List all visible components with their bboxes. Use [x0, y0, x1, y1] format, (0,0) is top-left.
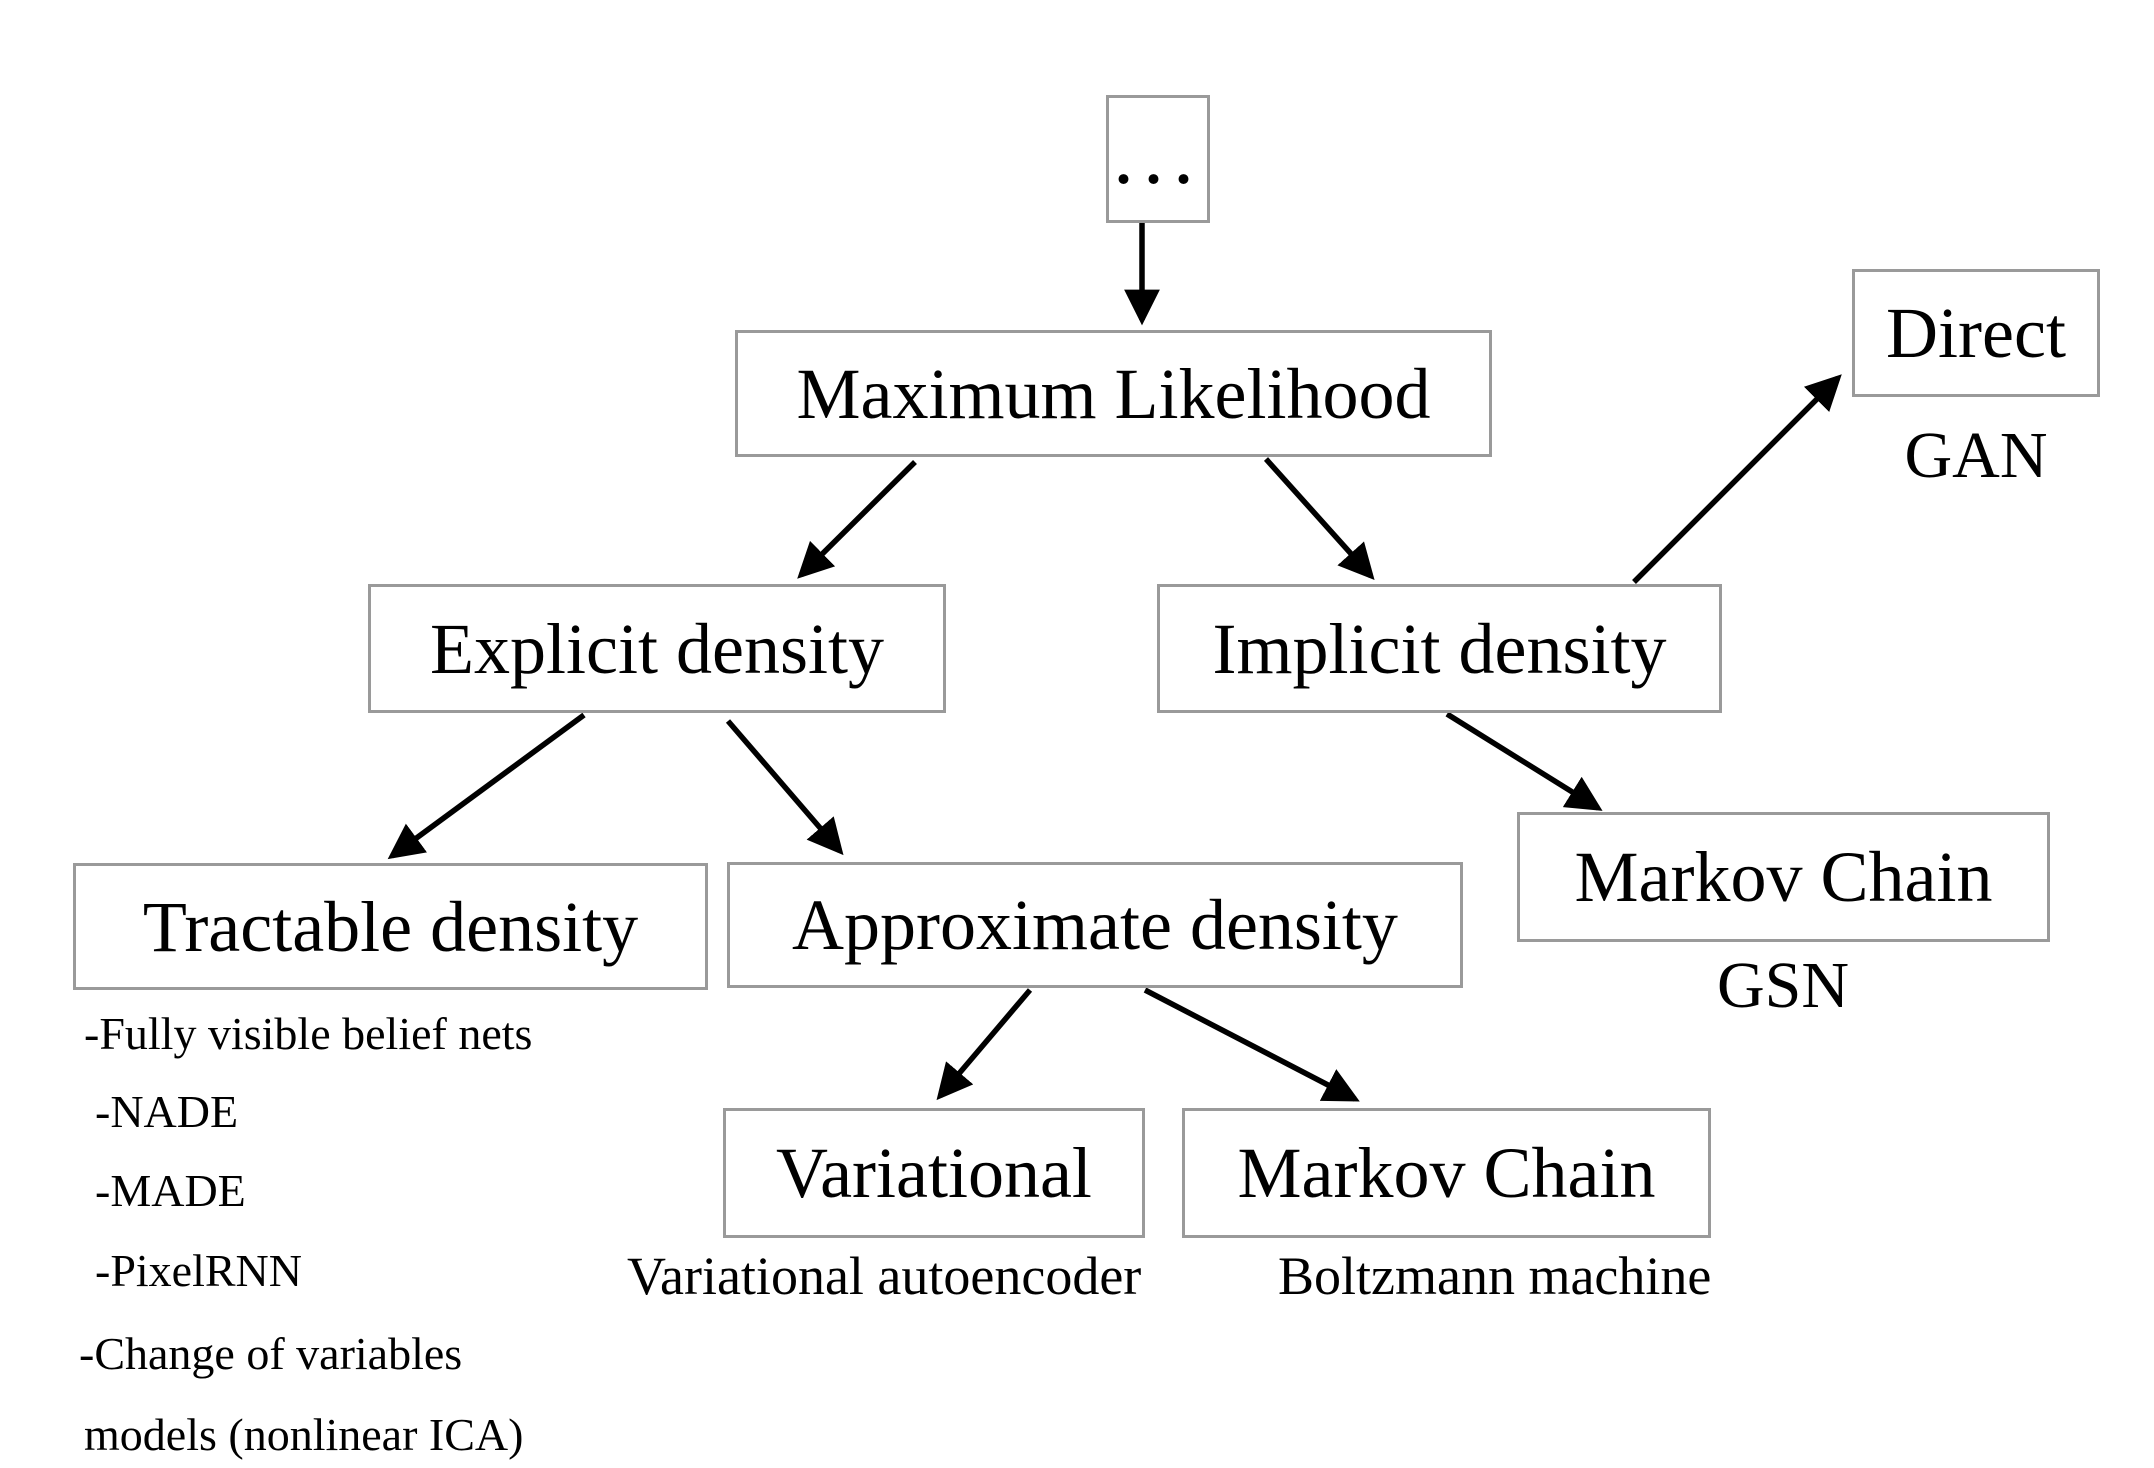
node-root: ...	[1106, 95, 1210, 223]
tractable-example-item: -PixelRNN	[95, 1245, 302, 1296]
node-direct: Direct	[1852, 269, 2100, 397]
edge-explicit-density-to-approximate-density	[725, 719, 844, 856]
edge-explicit-density-to-tractable-density	[387, 712, 586, 860]
node-maximum-likelihood: Maximum Likelihood	[735, 330, 1492, 457]
node-implicit-density-label: Implicit density	[1212, 608, 1667, 689]
node-markov-chain-gsn: Markov Chain	[1517, 812, 2050, 942]
node-variational: Variational	[723, 1108, 1145, 1238]
edge-maximum-likelihood-to-implicit-density	[1263, 457, 1375, 580]
node-variational-label: Variational	[776, 1133, 1092, 1213]
tractable-example-item: -Change of variables	[79, 1328, 463, 1379]
node-explicit-density: Explicit density	[368, 584, 946, 713]
markov-chain-boltzmann-sublabel: Boltzmann machine	[1278, 1246, 1712, 1306]
node-explicit-density-label: Explicit density	[430, 608, 884, 689]
node-tractable-density: Tractable density	[73, 863, 708, 990]
node-markov-chain-boltzmann: Markov Chain	[1182, 1108, 1711, 1238]
variational-sublabel: Variational autoencoder	[627, 1246, 1142, 1306]
edge-implicit-density-to-direct-gan	[1632, 374, 1842, 584]
node-implicit-density: Implicit density	[1157, 584, 1722, 713]
node-tractable-density-label: Tractable density	[142, 886, 639, 967]
edge-approximate-density-to-markov-chain-boltzmann	[1143, 987, 1360, 1102]
tractable-example-item: -MADE	[95, 1165, 246, 1216]
node-maximum-likelihood-label: Maximum Likelihood	[796, 353, 1431, 434]
node-approximate-density: Approximate density	[727, 862, 1463, 988]
node-root-label: ...	[1113, 109, 1203, 202]
tractable-example-item: models (nonlinear ICA)	[84, 1409, 524, 1460]
node-approximate-density-label: Approximate density	[792, 885, 1398, 965]
markov-chain-gsn-sublabel: GSN	[1716, 949, 1850, 1022]
tractable-example-item: -Fully visible belief nets	[84, 1008, 533, 1059]
edge-maximum-likelihood-to-explicit-density	[797, 460, 917, 579]
edge-approximate-density-to-variational	[936, 988, 1033, 1101]
node-markov-chain-gsn-label: Markov Chain	[1574, 837, 1993, 917]
tractable-example-item: -NADE	[95, 1086, 239, 1137]
node-markov-chain-boltzmann-label: Markov Chain	[1237, 1133, 1656, 1213]
node-direct-label: Direct	[1886, 293, 2066, 373]
edge-implicit-density-to-markov-chain-gsn	[1445, 711, 1603, 811]
direct-sublabel-gan: GAN	[1904, 419, 2048, 492]
